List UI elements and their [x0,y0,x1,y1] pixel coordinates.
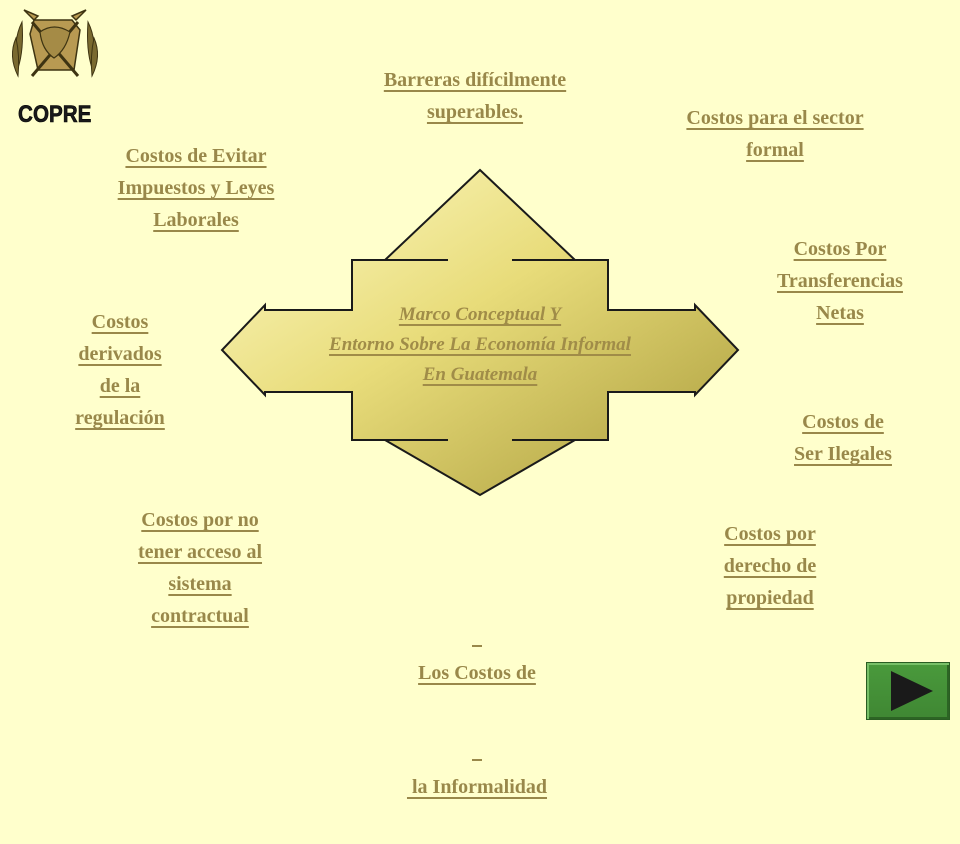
link-sistema-contractual-line: sistema [168,573,232,595]
link-sector-formal[interactable]: Costos para el sector formal [640,102,910,166]
link-transferencias-line: Netas [816,302,864,324]
link-derecho-propiedad-line: propiedad [726,587,814,609]
play-triangle-icon [891,671,933,711]
center-title-line-2: Entorno Sobre La Economía Informal [329,334,631,355]
link-barreras[interactable]: Barreras difícilmente superables. [340,64,610,128]
link-informalidad-line: Los Costos de [418,662,536,684]
link-regulacion-line: regulación [75,407,165,429]
link-derecho-propiedad-line: derecho de [723,555,817,577]
link-regulacion[interactable]: Costos derivados de la regulación [40,306,200,434]
link-regulacion-line: Costos [91,311,149,333]
center-title-line-3: En Guatemala [422,364,538,385]
link-regulacion-line: derivados [78,343,162,365]
link-barreras-line: Barreras difícilmente [383,69,567,91]
center-title-line-1: Marco Conceptual Y [398,304,562,325]
link-derecho-propiedad-line: Costos por [724,523,816,545]
logo-text: COPRE [18,101,91,128]
link-evitar-impuestos-line: Impuestos y Leyes [117,177,275,199]
link-regulacion-line: de la [99,375,141,397]
link-sistema-contractual[interactable]: Costos por no tener acceso al sistema co… [100,504,300,632]
link-informalidad[interactable]: Los Costos de la Informalidad [362,578,592,844]
link-informalidad-line: la Informalidad [406,776,548,798]
link-transferencias-line: Costos Por [793,238,887,260]
link-sistema-contractual-line: contractual [151,605,249,627]
link-barreras-line: superables. [426,101,524,123]
next-slide-button[interactable] [866,662,950,720]
link-sector-formal-line: Costos para el sector [686,107,864,129]
link-ilegales-line: Ser Ilegales [794,443,892,465]
link-evitar-impuestos-line: Costos de Evitar [125,145,267,167]
link-transferencias-line: Transferencias [777,270,903,292]
link-sistema-contractual-line: tener acceso al [137,541,263,563]
link-sistema-contractual-line: Costos por no [141,509,259,531]
center-title-link[interactable]: Marco Conceptual Y Entorno Sobre La Econ… [250,300,710,390]
link-evitar-impuestos-line: Laborales [153,209,239,231]
four-way-arrow [220,168,740,497]
link-evitar-impuestos[interactable]: Costos de Evitar Impuestos y Leyes Labor… [76,140,316,236]
link-sector-formal-line: formal [746,139,804,161]
link-transferencias[interactable]: Costos Por Transferencias Netas [740,233,940,329]
link-derecho-propiedad[interactable]: Costos por derecho de propiedad [680,518,860,614]
link-ilegales[interactable]: Costos de Ser Ilegales [758,406,928,470]
link-ilegales-line: Costos de [802,411,884,433]
copre-logo: COPRE [12,9,98,128]
